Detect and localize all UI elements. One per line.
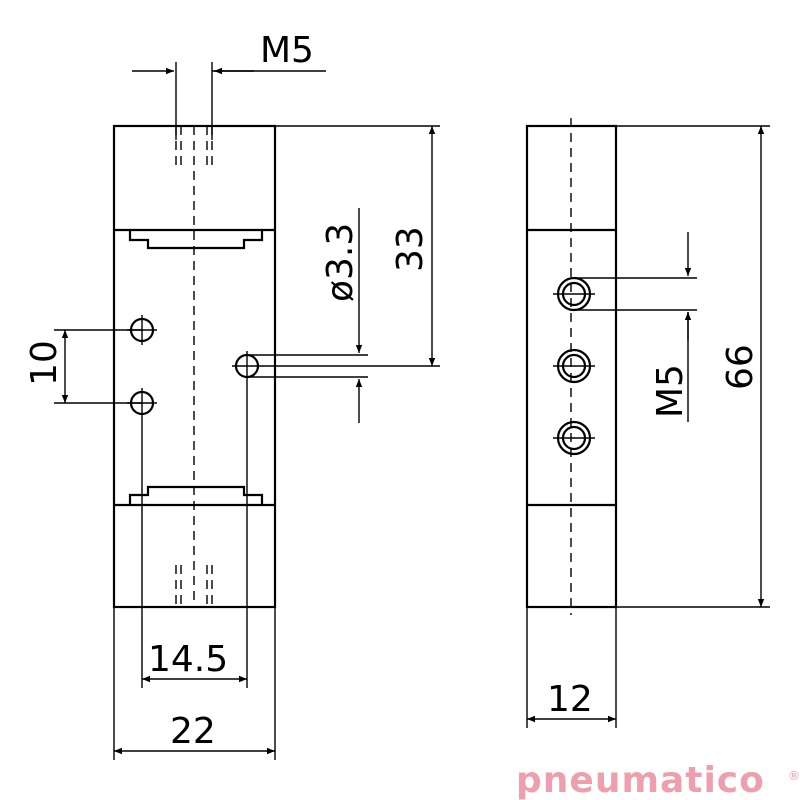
brand-logo: pneumatico ®: [516, 760, 800, 800]
dim-10-label: 10: [24, 340, 65, 386]
side-port-1: [553, 276, 595, 312]
logo-registered-mark: ®: [788, 769, 800, 783]
side-port-3: [553, 420, 595, 456]
logo-text: pneumatico: [516, 760, 765, 800]
upper-slot: [114, 228, 275, 250]
dim-33-label: 33: [390, 226, 431, 272]
dim-dia-label: ø3.3: [320, 223, 361, 302]
dim-33: 33: [262, 125, 440, 367]
dim-22: 22: [113, 607, 276, 760]
dim-12-label: 12: [547, 679, 593, 720]
dim-12: 12: [526, 607, 617, 728]
dim-66-label: 66: [720, 344, 761, 390]
front-view: [112, 124, 277, 609]
dim-m5-side: M5: [574, 232, 697, 422]
side-port-2: [553, 348, 595, 384]
dim-dia-3-3: ø3.3: [247, 208, 368, 423]
dim-m5-top: M5: [132, 30, 326, 140]
dim-m5-top-label: M5: [260, 30, 314, 71]
dim-22-label: 22: [170, 711, 216, 752]
dim-66: 66: [616, 125, 770, 608]
dim-10: 10: [24, 329, 142, 404]
dim-14-5-label: 14.5: [148, 639, 228, 680]
side-view: [525, 118, 618, 615]
dim-14-5: 14.5: [141, 490, 248, 688]
dim-m5-side-label: M5: [650, 364, 691, 418]
mount-hole: [232, 351, 262, 490]
